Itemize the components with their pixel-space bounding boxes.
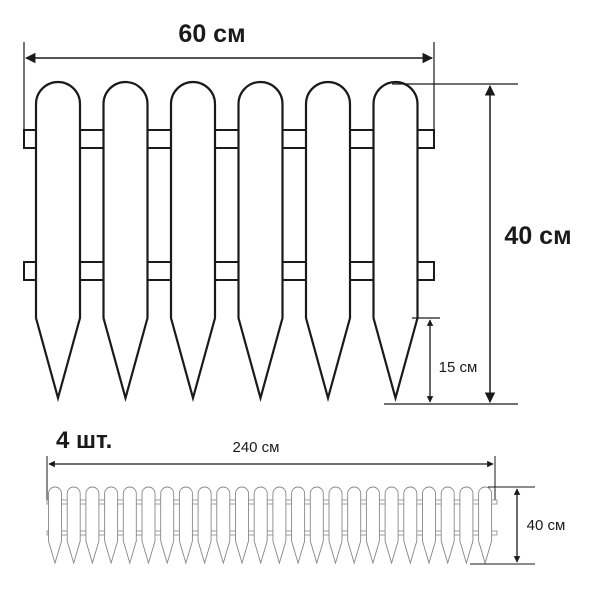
bottom-picket-15 (309, 486, 324, 565)
top-width-label: 60 см (178, 20, 245, 48)
top-height-label: 40 см (504, 222, 571, 250)
bottom-fence-top-rail (46, 499, 498, 505)
bottom-picket-12 (253, 486, 268, 565)
bottom-picket-13 (272, 486, 287, 565)
top-picket-6 (372, 80, 419, 403)
top-picket-3 (169, 80, 217, 403)
bottom-picket-4 (104, 486, 119, 565)
quantity-label: 4 шт. (56, 427, 112, 454)
top-width-dimension: 60 см (23, 20, 435, 142)
bottom-width-label: 240 см (232, 439, 279, 456)
bottom-picket-6 (141, 486, 156, 565)
bottom-fence-pickets (48, 486, 493, 565)
bottom-picket-9 (197, 486, 212, 565)
top-fence-section: 60 см 40 см 15 см (23, 20, 572, 405)
bottom-picket-17 (347, 486, 362, 565)
top-picket-4 (237, 80, 284, 403)
bottom-fence-rails (46, 499, 498, 536)
bottom-height-label: 40 см (527, 517, 566, 534)
bottom-picket-8 (178, 486, 193, 565)
bottom-picket-18 (365, 486, 380, 565)
bottom-picket-23 (459, 486, 474, 565)
bottom-picket-11 (235, 486, 249, 565)
bottom-picket-14 (291, 486, 306, 565)
bottom-width-dimension: 240 см (46, 439, 496, 500)
bottom-picket-19 (384, 486, 399, 565)
bottom-picket-22 (440, 486, 455, 565)
bottom-picket-24 (478, 486, 493, 565)
bottom-picket-7 (160, 486, 175, 565)
bottom-picket-5 (122, 486, 137, 565)
top-picket-2 (102, 80, 149, 403)
bottom-picket-2 (66, 486, 81, 565)
bottom-picket-20 (403, 486, 418, 565)
bottom-picket-21 (422, 486, 436, 565)
bottom-fence-bottom-rail (46, 530, 498, 536)
top-fence-pickets (34, 80, 419, 403)
bottom-fence-section: 4 шт. 240 см 40 см (46, 427, 566, 565)
bottom-picket-10 (216, 486, 231, 565)
bottom-picket-1 (48, 486, 62, 565)
bottom-picket-3 (85, 486, 100, 565)
bottom-picket-16 (328, 486, 343, 565)
top-height-dimension: 40 см (384, 83, 572, 405)
top-picket-1 (34, 80, 82, 403)
top-picket-5 (304, 80, 352, 403)
stake-label: 15 см (439, 359, 478, 376)
bottom-height-dimension: 40 см (470, 486, 566, 565)
stake-dimension: 15 см (412, 317, 478, 403)
